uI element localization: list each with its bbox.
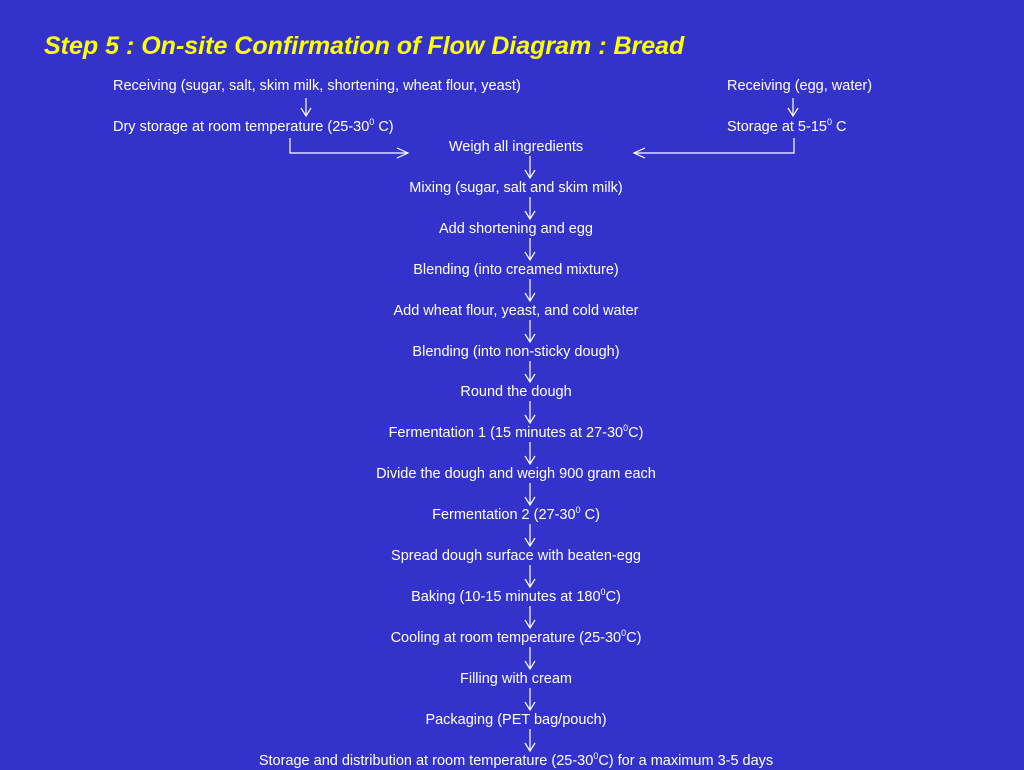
diagram-title: Step 5 : On-site Confirmation of Flow Di…: [44, 32, 685, 60]
step-spread-egg: Spread dough surface with beaten-egg: [391, 547, 641, 565]
step-text: Round the dough: [460, 384, 572, 400]
step-cooling: Cooling at room temperature (25-300C): [391, 629, 642, 647]
step-text: Filling with cream: [460, 671, 572, 687]
step-fermentation-2: Fermentation 2 (27-300 C): [432, 506, 600, 524]
step-text: Packaging (PET bag/pouch): [425, 712, 607, 728]
step-fermentation-1: Fermentation 1 (15 minutes at 27-300C): [389, 424, 644, 442]
arrow-down: [524, 197, 536, 221]
arrow-down: [524, 238, 536, 262]
right-receiving-text: Receiving (egg, water): [727, 78, 873, 94]
right-storage-text: Storage at 5-15: [727, 119, 827, 135]
step-storage-distribution: Storage and distribution at room tempera…: [259, 752, 773, 770]
step-degree: 0: [621, 628, 627, 638]
step-text: Weigh all ingredients: [448, 139, 584, 155]
right-storage-tail: C: [831, 119, 847, 135]
arrow-down: [524, 320, 536, 344]
step-baking: Baking (10-15 minutes at 1800C): [411, 588, 621, 606]
step-degree: 0: [593, 751, 599, 761]
arrow-down: [524, 565, 536, 589]
step-text: Mixing (sugar, salt and skim milk): [409, 180, 623, 196]
step-text: Blending (into creamed mixture): [413, 262, 619, 278]
left-receiving-label: Receiving (sugar, salt, skim milk, short…: [113, 77, 521, 95]
step-tail: C): [580, 507, 600, 523]
step-text: Fermentation 1 (15 minutes at 27-30: [388, 425, 624, 441]
step-degree: 0: [600, 587, 606, 597]
arrow-down: [524, 401, 536, 425]
step-degree: 0: [575, 505, 581, 515]
step-tail: C): [626, 630, 642, 646]
arrow-down: [524, 279, 536, 303]
arrow-down: [524, 483, 536, 507]
right-receiving-label: Receiving (egg, water): [727, 77, 872, 95]
step-weigh: Weigh all ingredients: [449, 138, 583, 156]
step-add-flour: Add wheat flour, yeast, and cold water: [393, 302, 638, 320]
arrow-down: [524, 442, 536, 466]
step-text: Cooling at room temperature (25-30: [390, 630, 622, 646]
step-text: Spread dough surface with beaten-egg: [391, 548, 641, 564]
arrow-down: [524, 524, 536, 548]
arrow-down: [524, 688, 536, 712]
arrow-left-receiving-to-storage: [300, 98, 312, 118]
arrow-right-storage-to-weigh: [632, 138, 795, 159]
step-degree: 0: [623, 423, 629, 433]
left-storage-label: Dry storage at room temperature (25-300 …: [113, 118, 394, 136]
step-text: Blending (into non-sticky dough): [412, 344, 620, 360]
arrow-left-storage-to-weigh: [289, 138, 410, 159]
left-storage-text: Dry storage at room temperature (25-30: [113, 119, 370, 135]
step-text: Add wheat flour, yeast, and cold water: [393, 303, 639, 319]
right-storage-label: Storage at 5-150 C: [727, 118, 846, 136]
step-text: Divide the dough and weigh 900 gram each: [376, 466, 656, 482]
left-storage-degree: 0: [369, 117, 375, 127]
arrow-down: [524, 729, 536, 753]
step-text: Baking (10-15 minutes at 180: [411, 589, 601, 605]
arrow-down: [524, 606, 536, 630]
left-storage-tail: C): [374, 119, 394, 135]
step-packaging: Packaging (PET bag/pouch): [425, 711, 606, 729]
step-filling: Filling with cream: [460, 670, 572, 688]
step-tail: C) for a maximum 3-5 days: [598, 753, 774, 769]
step-mixing: Mixing (sugar, salt and skim milk): [409, 179, 623, 197]
step-blending-dough: Blending (into non-sticky dough): [412, 343, 619, 361]
arrow-down: [524, 361, 536, 384]
arrow-down: [524, 647, 536, 671]
step-add-shortening: Add shortening and egg: [439, 220, 593, 238]
right-storage-degree: 0: [826, 117, 832, 127]
arrow-down: [524, 156, 536, 180]
step-blending-creamed: Blending (into creamed mixture): [413, 261, 619, 279]
arrow-right-receiving-to-storage: [787, 98, 799, 118]
left-receiving-text: Receiving (sugar, salt, skim milk, short…: [113, 78, 521, 94]
step-divide-dough: Divide the dough and weigh 900 gram each: [376, 465, 656, 483]
step-round-dough: Round the dough: [460, 383, 571, 401]
step-text: Add shortening and egg: [439, 221, 593, 237]
step-text: Storage and distribution at room tempera…: [258, 753, 594, 769]
step-text: Fermentation 2 (27-30: [432, 507, 576, 523]
step-tail: C): [628, 425, 644, 441]
step-tail: C): [605, 589, 621, 605]
